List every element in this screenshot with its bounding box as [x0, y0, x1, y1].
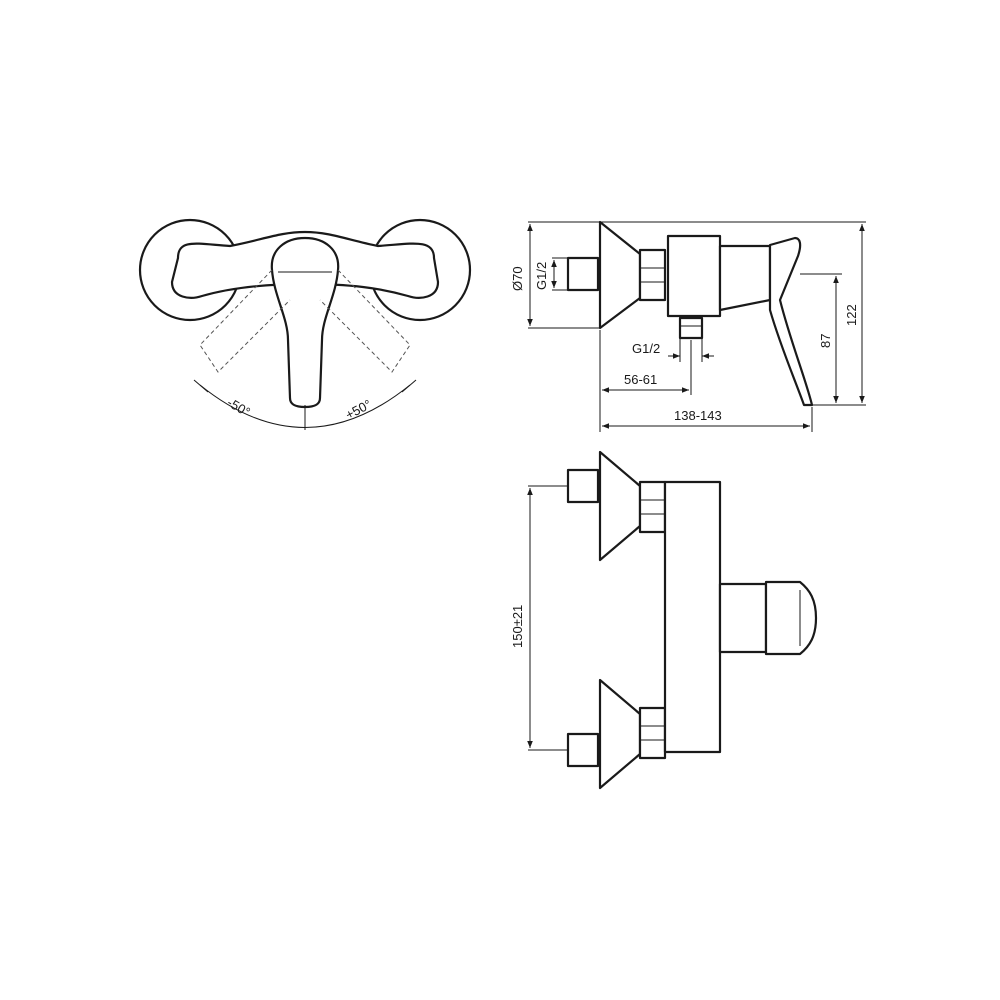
side-cone-flange	[598, 220, 642, 330]
top-view: 150±21	[510, 450, 818, 790]
side-lever	[768, 236, 814, 407]
side-cartridge	[718, 244, 772, 312]
top-upper-nut	[638, 480, 667, 534]
lever-height-label: 87	[818, 334, 833, 348]
inlet-thread-label: G1/2	[534, 262, 549, 290]
front-view: -50° +50°	[138, 218, 472, 430]
diameter-label: Ø70	[510, 266, 525, 291]
top-lower-flange	[598, 678, 642, 790]
total-height-label: 122	[844, 304, 859, 326]
outlet-depth-label: 56-61	[624, 372, 657, 387]
lever-rotated-left	[199, 269, 291, 373]
side-outlet	[678, 316, 704, 340]
top-body	[663, 480, 722, 754]
left-angle-tick	[193, 379, 209, 393]
side-view: Ø70 G1/2 G1/2 56-61 138-143 87 122	[510, 220, 866, 432]
center-distance-label: 150±21	[510, 605, 525, 648]
outlet-thread-label: G1/2	[632, 341, 660, 356]
total-depth-label: 138-143	[674, 408, 722, 423]
top-cartridge	[718, 582, 768, 654]
top-upper-flange	[598, 450, 642, 562]
angle-minus-label: -50°	[225, 395, 253, 420]
side-inlet-pipe	[566, 256, 600, 292]
angle-plus-label: +50°	[343, 396, 374, 422]
side-hex-nut	[638, 248, 667, 302]
top-lever	[764, 580, 818, 656]
top-lower-nut	[638, 706, 667, 760]
side-body	[666, 234, 722, 318]
lever-handle	[270, 236, 340, 409]
right-angle-tick	[401, 379, 417, 393]
top-lower-pipe	[566, 732, 600, 768]
top-upper-pipe	[566, 468, 600, 504]
lever-rotated-right	[319, 269, 411, 373]
